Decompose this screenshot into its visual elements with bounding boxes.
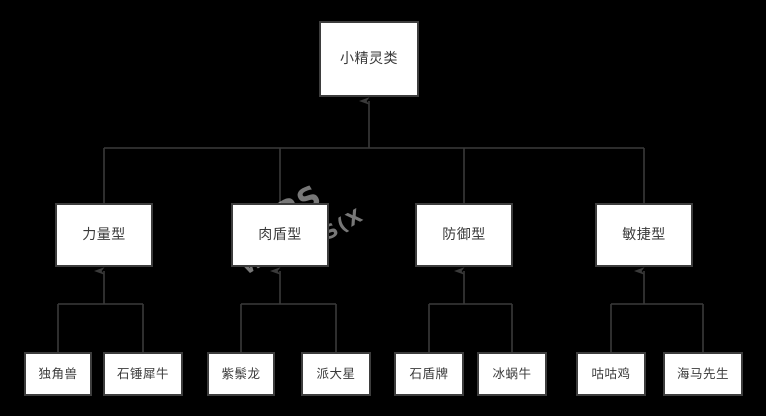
node-leaf-1[interactable]: 石锤犀牛 — [103, 352, 183, 396]
node-leaf-7[interactable]: 海马先生 — [663, 352, 743, 396]
node-leaf-7-label: 海马先生 — [676, 365, 729, 381]
node-category-1[interactable]: 肉盾型 — [231, 203, 329, 267]
node-category-2[interactable]: 防御型 — [415, 203, 513, 267]
node-leaf-5-label: 冰蜗牛 — [492, 365, 532, 381]
node-category-1-label: 肉盾型 — [258, 227, 302, 243]
node-leaf-6[interactable]: 咕咕鸡 — [576, 352, 646, 396]
node-category-3[interactable]: 敏捷型 — [595, 203, 693, 267]
node-root-label: 小精灵类 — [340, 51, 398, 67]
node-leaf-4-label: 石盾牌 — [409, 365, 449, 381]
node-category-2-label: 防御型 — [442, 227, 486, 243]
node-category-0[interactable]: 力量型 — [55, 203, 153, 267]
node-leaf-3-label: 派大星 — [316, 365, 356, 381]
node-leaf-0[interactable]: 独角兽 — [24, 352, 92, 396]
node-leaf-2-label: 紫鬃龙 — [221, 365, 261, 381]
node-leaf-1-label: 石锤犀牛 — [116, 365, 169, 381]
node-category-0-label: 力量型 — [82, 227, 126, 243]
node-leaf-2[interactable]: 紫鬃龙 — [207, 352, 275, 396]
node-leaf-0-label: 独角兽 — [38, 365, 78, 381]
node-category-3-label: 敏捷型 — [622, 227, 666, 243]
node-root[interactable]: 小精灵类 — [319, 21, 419, 97]
connector-lines — [57, 97, 704, 352]
node-leaf-3[interactable]: 派大星 — [301, 352, 371, 396]
node-leaf-6-label: 咕咕鸡 — [591, 365, 631, 381]
node-leaf-4[interactable]: 石盾牌 — [394, 352, 464, 396]
node-leaf-5[interactable]: 冰蜗牛 — [477, 352, 547, 396]
